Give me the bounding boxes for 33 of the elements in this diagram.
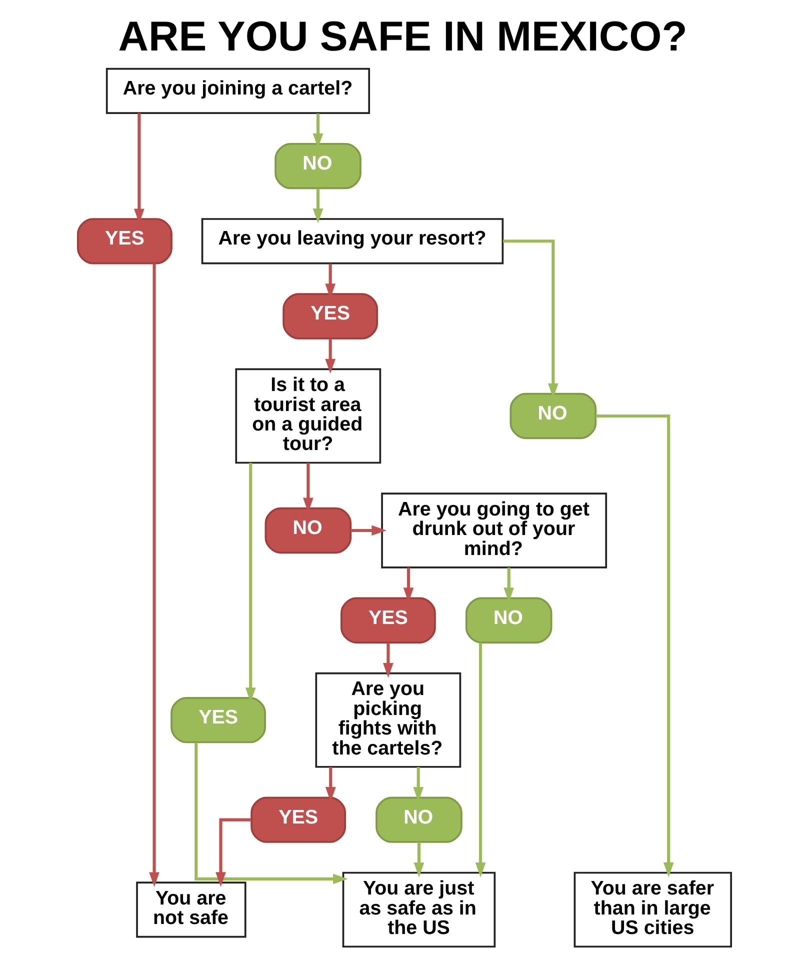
node-box: You are just as safe as in the US	[342, 872, 496, 948]
node-box: Are you going to get drunk out of your mind?	[381, 492, 608, 568]
node-box: YES	[282, 293, 378, 340]
node-box: You are safer than in large US cities	[574, 872, 732, 948]
node-box: Is it to a tourist area on a guided tour?	[235, 368, 382, 464]
node-box: NO	[510, 392, 597, 440]
arrow	[216, 818, 252, 887]
arrow	[325, 338, 336, 374]
node-box: NO	[376, 796, 462, 843]
arrow	[312, 188, 324, 224]
node-box: Are you leaving your resort?	[201, 218, 504, 264]
arrow	[350, 525, 386, 536]
arrow	[504, 568, 514, 602]
arrow	[325, 767, 336, 802]
node-box: YES	[77, 218, 172, 264]
arrow	[383, 642, 394, 678]
arrow	[475, 642, 486, 878]
node-box: YES	[170, 697, 266, 744]
arrow	[149, 263, 160, 888]
node-box: Are you joining a cartel?	[106, 68, 370, 114]
node-box: NO	[264, 507, 352, 554]
arrow	[414, 842, 424, 878]
node-box: YES	[340, 597, 436, 644]
arrow	[194, 742, 348, 884]
node-box: You are not safe	[136, 882, 246, 938]
node-box: YES	[250, 796, 346, 843]
node-box: Are you picking fights with the cartels?	[315, 672, 462, 768]
arrow	[413, 767, 424, 802]
node-box: NO	[274, 142, 362, 190]
arrow	[403, 568, 414, 602]
node-box: NO	[465, 597, 552, 644]
diagram-title: ARE YOU SAFE IN MEXICO?	[118, 12, 688, 60]
arrow	[596, 414, 674, 878]
